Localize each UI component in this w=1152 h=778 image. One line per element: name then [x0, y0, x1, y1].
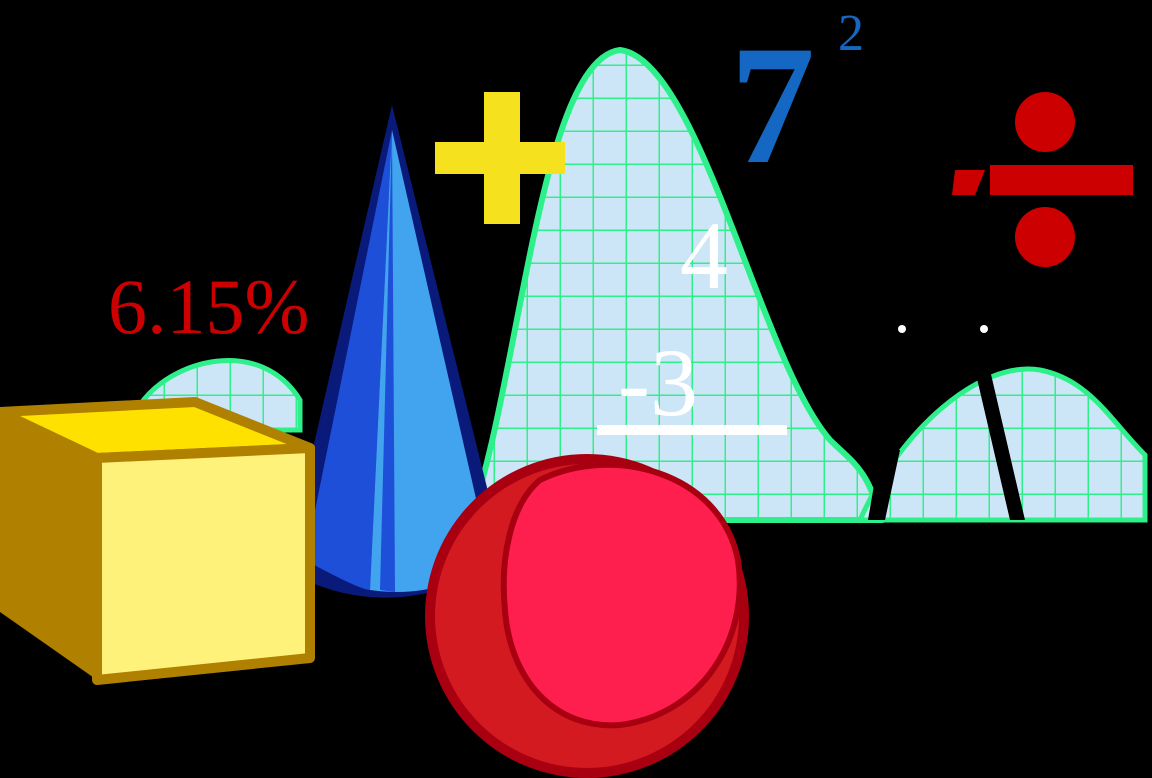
divide-icon — [952, 92, 1133, 267]
base-number: 7 — [730, 11, 815, 199]
cone-icon — [285, 105, 505, 598]
divider-stripe — [975, 370, 1025, 520]
dot — [980, 325, 988, 333]
sum-line — [597, 425, 787, 435]
bell-curve-icon — [465, 46, 884, 523]
exponent-number: 2 — [838, 5, 864, 62]
dot — [898, 325, 906, 333]
minuend-number: 4 — [680, 202, 728, 309]
plus-icon — [435, 92, 565, 224]
sphere-icon — [425, 454, 749, 778]
percent-label: 6.15% — [108, 263, 309, 350]
subtrahend-number: -3 — [618, 329, 698, 436]
divider-stripe — [868, 450, 900, 520]
cube-icon — [0, 397, 315, 685]
